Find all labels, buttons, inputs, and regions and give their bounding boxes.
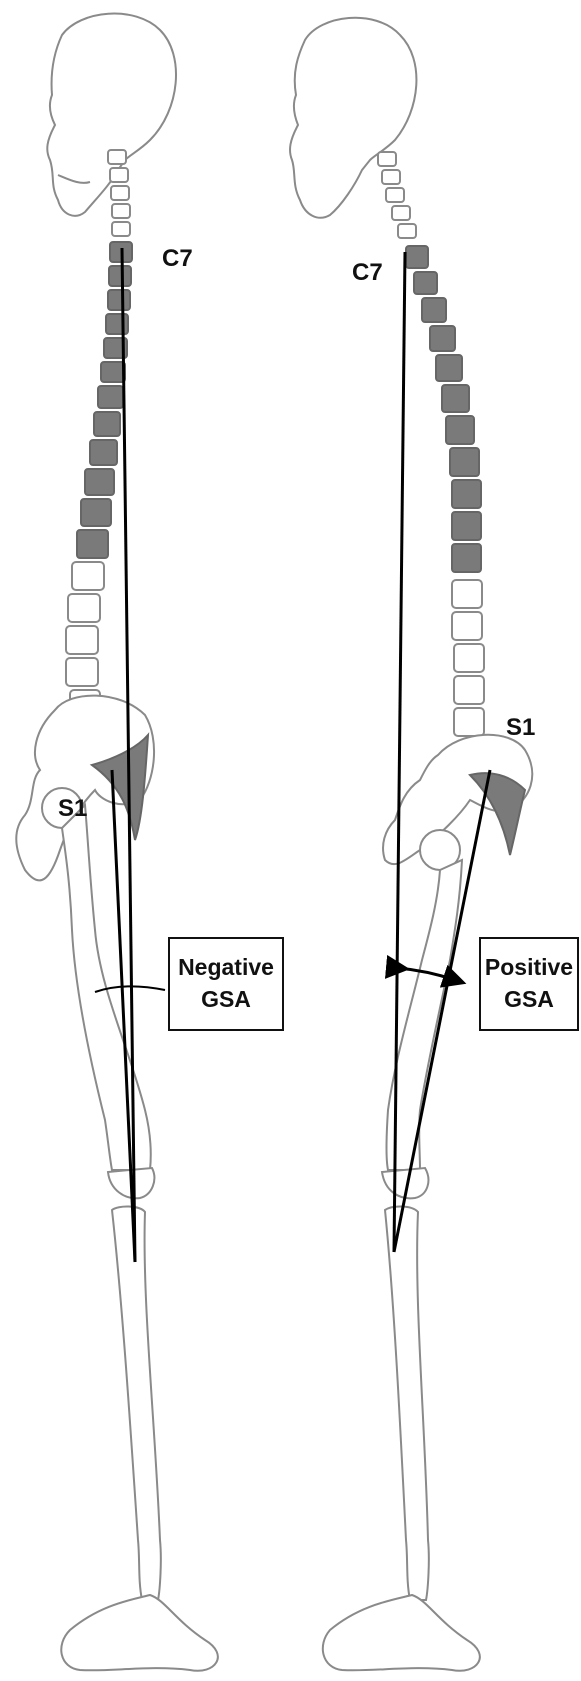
left-foot <box>61 1595 218 1671</box>
positive-gsa-line1: Positive <box>481 951 577 983</box>
left-lumbar-spine <box>66 562 104 716</box>
negative-gsa-line2: GSA <box>170 983 282 1015</box>
left-cervical-spine <box>108 150 130 236</box>
right-tibia <box>385 1206 429 1600</box>
right-thoracic-spine <box>406 246 481 572</box>
right-sacrum <box>470 773 525 855</box>
left-c7-label: C7 <box>162 245 193 272</box>
left-tibia <box>112 1206 161 1600</box>
positive-gsa-box: Positive GSA <box>479 937 579 1031</box>
right-skeleton <box>290 18 532 1671</box>
negative-gsa-box: Negative GSA <box>168 937 284 1031</box>
left-skull <box>47 14 176 216</box>
right-foot <box>323 1595 480 1671</box>
right-c7-label: C7 <box>352 259 383 286</box>
left-s1-label: S1 <box>58 795 87 822</box>
right-s1-label: S1 <box>506 714 535 741</box>
right-cervical-spine <box>378 152 416 238</box>
negative-gsa-line1: Negative <box>170 951 282 983</box>
positive-gsa-line2: GSA <box>481 983 577 1015</box>
